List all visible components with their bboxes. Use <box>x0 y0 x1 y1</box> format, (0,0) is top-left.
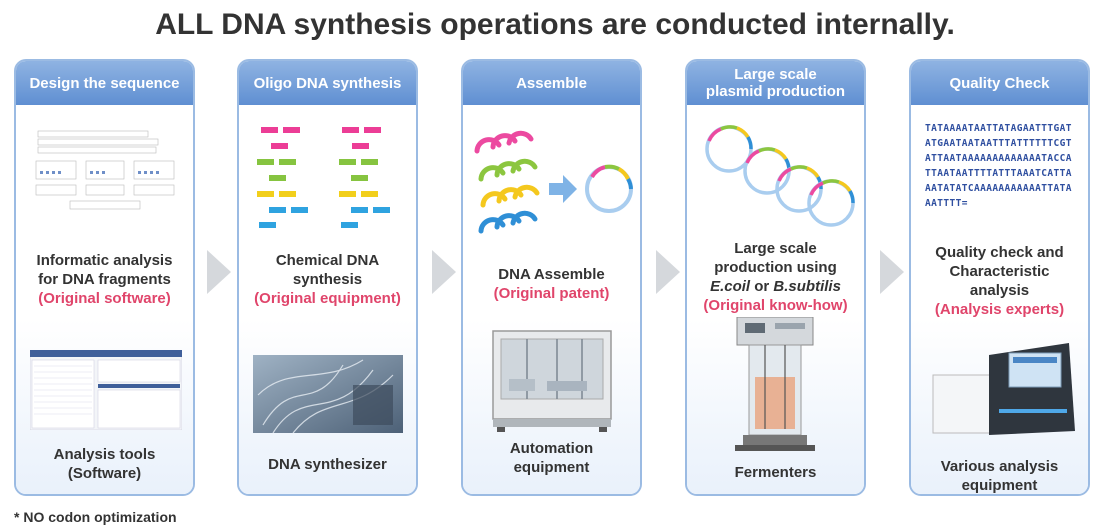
dna-sequence-text: TATAAAATAATTATAGAATTTGATATGAATAATAATTTAT… <box>925 123 1072 209</box>
design-caption-line2: for DNA fragments <box>38 271 171 288</box>
plasmid-circles-image <box>705 125 855 227</box>
step-assemble-card: Assemble DNA Assemble (Original patent) <box>461 59 642 496</box>
step-arrow-4 <box>880 250 904 294</box>
design-highlight: (Original software) <box>38 290 171 307</box>
quality-tool-line2: equipment <box>961 477 1038 494</box>
step-oligo-card: Oligo DNA synthesis Chemical DNA synthes… <box>237 59 418 496</box>
design-tool-line1: Analysis tools <box>53 446 156 463</box>
quality-caption-line2: Characteristic <box>949 263 1050 280</box>
oligo-caption-line2: synthesis <box>292 271 363 288</box>
oligo-tool-line1: DNA synthesizer <box>268 456 387 473</box>
step-production-card: Large scale plasmid production Large sca… <box>685 59 866 496</box>
automation-equipment-photo <box>492 330 612 432</box>
analysis-equipment-photo <box>932 343 1075 435</box>
step-design-card: Design the sequence Informatic analysis … <box>14 59 195 496</box>
quality-caption-line3: analysis <box>969 282 1030 299</box>
organism-joiner: or <box>754 278 770 295</box>
step-oligo-header: Oligo DNA synthesis <box>239 61 416 105</box>
step-design-header: Design the sequence <box>16 61 193 105</box>
oligo-highlight: (Original equipment) <box>254 290 401 307</box>
dna-synthesizer-photo <box>253 355 403 433</box>
production-header-line2: plasmid production <box>705 83 846 100</box>
page-title: ALL DNA synthesis operations are conduct… <box>155 8 955 41</box>
quality-tool-line1: Various analysis <box>940 458 1059 475</box>
step-arrow-2 <box>432 250 456 294</box>
production-tool-line1: Fermenters <box>734 464 817 481</box>
assemble-tool-line2: equipment <box>513 459 590 476</box>
organism-ecoli: E.coil <box>710 278 751 295</box>
step-quality-card: Quality Check TATAAAATAATTATAGAATTTGATAT… <box>909 59 1090 496</box>
software-flowchart-image <box>30 127 180 215</box>
production-highlight: (Original know-how) <box>703 297 848 314</box>
step-arrow-1 <box>207 250 231 294</box>
step-assemble-header: Assemble <box>463 61 640 105</box>
production-caption-line1: Large scale <box>734 240 817 257</box>
production-organisms: E.coil or B.subtilis <box>687 277 864 296</box>
step-production-header: Large scale plasmid production <box>687 61 864 105</box>
oligo-fragments-image <box>257 127 390 228</box>
footnote: * NO codon optimization <box>14 509 177 525</box>
quality-caption-line1: Quality check and <box>935 244 1064 261</box>
software-screenshot-image <box>30 350 182 430</box>
design-caption-line1: Informatic analysis <box>36 252 173 269</box>
production-caption-line2: production using <box>714 259 837 276</box>
quality-highlight: (Analysis experts) <box>934 301 1065 318</box>
oligo-caption-line1: Chemical DNA <box>275 252 380 269</box>
step-quality-header: Quality Check <box>911 61 1088 105</box>
assemble-highlight: (Original patent) <box>493 285 610 302</box>
assemble-tool-line1: Automation <box>509 440 594 457</box>
organism-bsubtilis: B.subtilis <box>773 278 841 295</box>
design-tool-line2: (Software) <box>67 465 142 482</box>
fermenter-photo <box>735 317 815 451</box>
assemble-caption-line1: DNA Assemble <box>498 266 605 283</box>
assembly-diagram-image <box>474 130 633 234</box>
production-header-line1: Large scale <box>734 66 817 83</box>
step-arrow-3 <box>656 250 680 294</box>
